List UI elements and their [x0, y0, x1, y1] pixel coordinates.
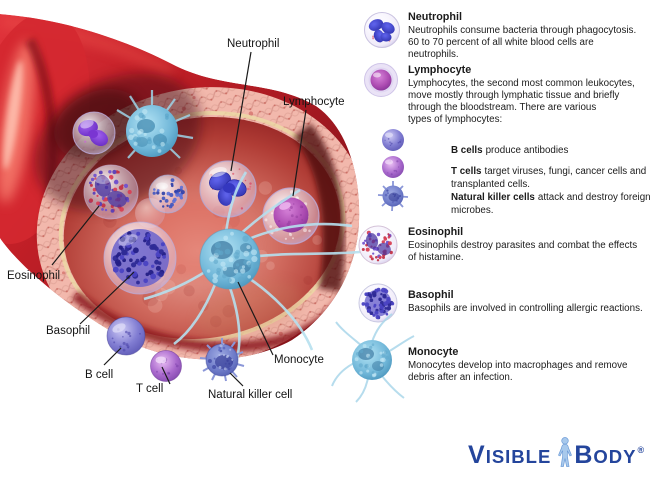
legend-title-monocyte: Monocyte: [408, 346, 459, 358]
t-cell: [150, 350, 182, 382]
legend-title-neutrophil: Neutrophil: [408, 11, 462, 23]
legend-entry-neutrophil: Neutrophil Neutrophils consume bacteria …: [408, 11, 644, 61]
legend-entry-basophil: Basophil Basophils are involved in contr…: [408, 289, 648, 315]
legend-sub-b-cells-text: produce antibodies: [485, 145, 569, 157]
monocyte-cell: [143, 171, 361, 363]
b-cell-icon: [382, 129, 404, 151]
natural-killer-cell-icon: [377, 181, 409, 212]
label-monocyte: Monocyte: [274, 354, 324, 366]
legend-desc-monocyte: Monocytes develop into macrophages and r…: [408, 360, 628, 384]
cells-group: [72, 90, 361, 382]
registered-trademark: ®: [637, 445, 646, 455]
logo-word-body-initial: B: [574, 441, 594, 469]
monocyte-icon: [331, 313, 415, 403]
label-basophil: Basophil: [46, 325, 91, 337]
legend-desc-eosinophil: Eosinophils destroy parasites and combat…: [408, 240, 638, 264]
basophil-icon: [358, 283, 398, 323]
vessel-body: [0, 14, 360, 360]
granular-cell: [148, 174, 188, 214]
legend-sub-nk-cells-text: attack and destroy foreign microbes.: [451, 192, 650, 216]
visible-body-logo: Visible Body®: [468, 437, 646, 473]
pointer-lines: [51, 51, 307, 387]
neutrophil-icon: [364, 12, 400, 48]
logo-word-body-rest: ody: [593, 446, 637, 467]
legend-entry-eosinophil: Eosinophil Eosinophils destroy parasites…: [408, 226, 648, 264]
legend-desc-lymphocyte: Lymphocytes, the second most common leuk…: [408, 78, 635, 126]
lymphocyte-icon: [364, 63, 398, 97]
b-cell: [106, 316, 146, 356]
label-natural-killer-cell: Natural killer cell: [208, 389, 293, 401]
legend-sub-nk-cells-label: Natural killer cells: [451, 192, 535, 204]
logo-word-visible-initial: V: [468, 441, 486, 469]
legend-title-lymphocyte: Lymphocyte: [408, 64, 472, 76]
legend-desc-basophil: Basophils are involved in controlling al…: [408, 303, 643, 314]
monocyte-cell-upper: [116, 90, 194, 159]
legend-desc-neutrophil: Neutrophils consume bacteria through pha…: [408, 25, 637, 61]
legend-title-basophil: Basophil: [408, 289, 454, 301]
legend-sub-t-cells-label: T cells: [451, 166, 482, 178]
logo-word-visible-rest: isible: [485, 446, 552, 467]
legend-sub-b-cells-label: B cells: [451, 145, 483, 157]
neutrophil-cell-upper: [72, 111, 116, 155]
t-cell-icon: [382, 156, 404, 178]
legend-title-eosinophil: Eosinophil: [408, 226, 464, 238]
neutrophil-cell: [199, 160, 257, 218]
label-t-cell: T cell: [136, 383, 164, 395]
label-b-cell: B cell: [85, 369, 114, 381]
natural-killer-cell: [199, 338, 245, 382]
legend-entry-lymphocyte: Lymphocyte Lymphocytes, the second most …: [408, 64, 648, 126]
eosinophil-cell: [83, 164, 139, 220]
human-figure-icon: [558, 437, 572, 467]
legend-entry-monocyte: Monocyte Monocytes develop into macropha…: [408, 346, 648, 384]
label-neutrophil: Neutrophil: [227, 38, 280, 50]
label-eosinophil: Eosinophil: [7, 270, 61, 282]
eosinophil-icon: [358, 225, 398, 265]
legend-sub-t-cells-text: target viruses, fungi, cancer cells and …: [451, 166, 647, 190]
legend-icons: [331, 12, 415, 403]
basophil-cell: [103, 221, 177, 295]
label-lymphocyte: Lymphocyte: [283, 96, 345, 108]
